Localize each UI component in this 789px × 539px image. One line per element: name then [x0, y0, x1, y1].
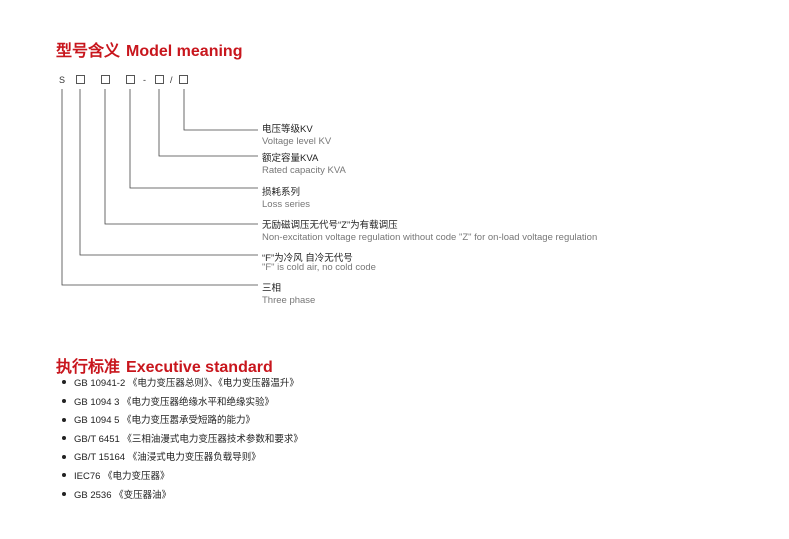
code-dash: - [143, 75, 146, 85]
model-meaning-title-en: Model meaning [126, 43, 243, 60]
code-prefix: S [59, 75, 66, 85]
standard-item: IEC76 《电力变压器》 [62, 471, 303, 490]
standards-list: GB 10941-2 《电力变压器总则》、《电力变压器温升》 GB 1094 3… [62, 378, 303, 508]
connector-loss [129, 89, 258, 189]
label-zh: 损耗系列 [262, 187, 301, 198]
standard-item: GB/T 6451 《三相油漫式电力变压器技术参数和要求》 [62, 434, 303, 453]
label-zh: 三相 [262, 283, 282, 294]
bullet-icon [62, 417, 66, 422]
standard-text: GB 10941-2 《电力变压器总则》、《电力变压器温升》 [74, 378, 299, 389]
model-meaning-title-zh: 型号含义 [56, 43, 121, 60]
bullet-icon [62, 399, 66, 404]
standard-text: GB/T 6451 《三相油漫式电力变压器技术参数和要求》 [74, 433, 303, 445]
bullet-icon [62, 380, 66, 385]
label-en: "F" is cold air, no cold code [262, 262, 376, 273]
connector-capacity [158, 89, 258, 157]
connector-phase [61, 89, 258, 286]
executive-standard-title-zh: 执行标准 [56, 359, 121, 376]
label-zh: 无励磁调压无代号“Z”为有载调压 [262, 220, 398, 231]
standard-text: GB 2536 《变压器油》 [74, 489, 172, 501]
label-voltage-regulation: 无励磁调压无代号“Z”为有载调压 Non-excitation voltage … [262, 220, 597, 244]
executive-standard-heading: 执行标准 Executive standard [56, 353, 273, 377]
standard-item: GB/T 15164 《油浸式电力变压器负载导则》 [62, 452, 303, 471]
code-box-cooling [76, 75, 85, 84]
connector-regulation [104, 89, 258, 225]
label-en: Three phase [262, 295, 316, 306]
label-en: Non-excitation voltage regulation withou… [262, 232, 598, 243]
label-zh: “F”为冷风 自冷无代号 [262, 253, 353, 264]
code-box-regulation [101, 75, 110, 84]
label-three-phase: 三相 Three phase [262, 283, 315, 307]
executive-standard-title-en: Executive standard [126, 359, 273, 376]
code-box-voltage [179, 75, 188, 84]
code-box-capacity [155, 75, 164, 84]
bullet-icon [62, 436, 66, 441]
label-loss-series: 损耗系列 Loss series [262, 187, 310, 211]
bullet-icon [62, 473, 66, 478]
standard-text: GB 1094 5 《电力变压嚣承受短路的能力》 [74, 415, 256, 427]
label-en: Voltage level KV [262, 136, 332, 147]
connector-cooling [79, 89, 258, 256]
bullet-icon [62, 454, 66, 459]
code-slash: / [170, 75, 173, 85]
standard-item: GB 2536 《变压器油》 [62, 490, 303, 509]
label-zh: 电压等级KV [262, 124, 313, 135]
code-box-loss-series [126, 75, 135, 84]
standard-item: GB 1094 5 《电力变压嚣承受短路的能力》 [62, 415, 303, 434]
label-cooling: “F”为冷风 自冷无代号 "F" is cold air, no cold co… [262, 253, 376, 274]
label-en: Rated capacity KVA [262, 165, 346, 176]
standard-item: GB 1094 3 《电力变压器绝缘水平和绝缘实验》 [62, 397, 303, 416]
standard-text: GB 1094 3 《电力变压器绝缘水平和绝缘实验》 [74, 396, 275, 408]
model-meaning-heading: 型号含义 Model meaning [56, 37, 242, 61]
standard-item: GB 10941-2 《电力变压器总则》、《电力变压器温升》 [62, 378, 303, 397]
label-rated-capacity: 额定容量KVA Rated capacity KVA [262, 153, 346, 177]
label-voltage-level: 电压等级KV Voltage level KV [262, 124, 331, 148]
label-zh: 额定容量KVA [262, 153, 319, 164]
connector-voltage [183, 89, 258, 131]
bullet-icon [62, 492, 66, 497]
standard-text: IEC76 《电力变压器》 [74, 470, 170, 482]
label-en: Loss series [262, 199, 311, 210]
standard-text: GB/T 15164 《油浸式电力变压器负载导则》 [74, 452, 261, 464]
